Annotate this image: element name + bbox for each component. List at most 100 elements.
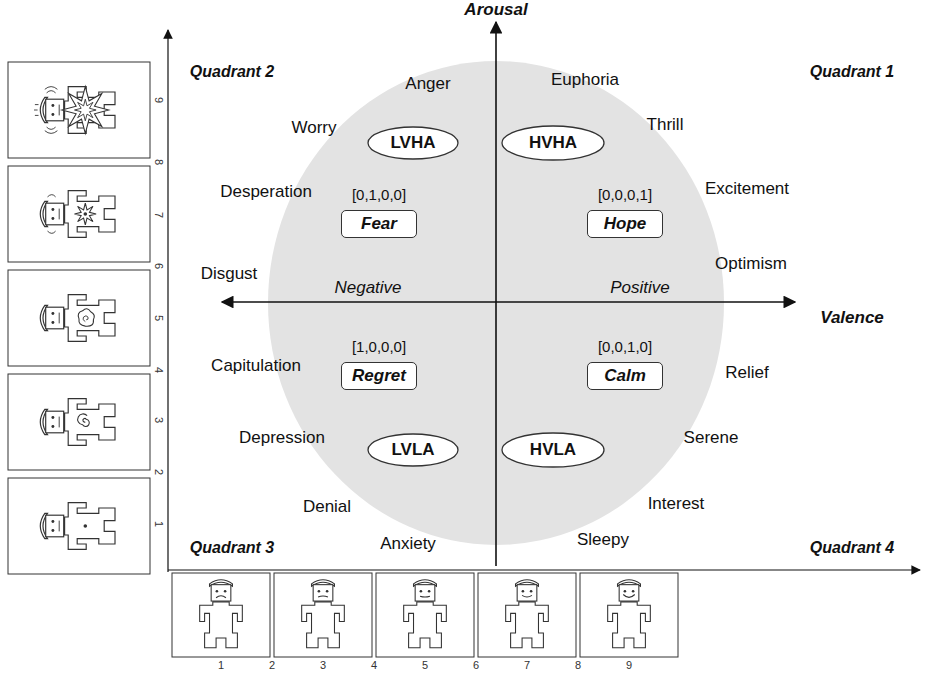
emotion-label: Euphoria	[551, 71, 619, 90]
scale-number: 2	[269, 659, 275, 671]
panel-frame	[8, 270, 150, 366]
panel-frame	[580, 573, 678, 657]
scale-number: 5	[153, 315, 165, 321]
arousal-blob	[78, 309, 94, 326]
sam-valence-panel	[274, 573, 372, 657]
manikin-body	[40, 295, 115, 342]
emotion-label: Anxiety	[380, 535, 436, 554]
emotion-label: Disgust	[201, 265, 258, 284]
sam-arousal-panel	[8, 374, 150, 470]
scale-number: 3	[153, 417, 165, 423]
sam-arousal-panel	[8, 62, 150, 158]
ellipse-outline	[502, 433, 604, 467]
scale-number: 4	[371, 659, 377, 671]
polarity-label: Positive	[610, 279, 670, 298]
panel-frame	[376, 573, 474, 657]
scale-number: 1	[218, 659, 224, 671]
emotion-label: Denial	[303, 498, 351, 517]
manikin	[40, 503, 115, 550]
arousal-blob	[83, 316, 88, 322]
panel-frame	[8, 166, 150, 262]
panel-frame	[274, 573, 372, 657]
emotion-box: Calm[0,0,1,0]	[587, 362, 663, 390]
motion-lines	[48, 195, 56, 234]
manikin-mouth	[59, 105, 60, 116]
arousal-burst	[62, 87, 109, 134]
node-text: LVLA	[391, 440, 434, 460]
scale-number: 9	[626, 659, 632, 671]
manikin-body	[40, 87, 115, 134]
sam-arousal-panel	[8, 166, 150, 262]
scale-number: 1	[153, 521, 165, 527]
manikin-mouth	[420, 596, 430, 598]
emotion-label: Desperation	[220, 183, 312, 202]
manikin-mouth	[318, 596, 328, 597]
scale-number: 2	[153, 469, 165, 475]
node-text: HVHA	[529, 133, 577, 153]
sam-arousal-panel	[8, 270, 150, 366]
manikin-body	[608, 580, 651, 648]
manikin	[40, 295, 115, 342]
manikin	[506, 580, 549, 648]
sam-valence-scale	[168, 569, 920, 570]
arousal-burst	[75, 203, 97, 225]
class-ellipse: HVLA	[501, 432, 605, 468]
class-ellipse: LVHA	[367, 126, 459, 160]
scale-number: 9	[153, 97, 165, 103]
sam-arousal-scale	[167, 30, 168, 572]
manikin-mouth	[59, 521, 60, 532]
vector-label: [0,0,0,1]	[598, 186, 652, 203]
arousal-spiral	[78, 414, 90, 427]
sam-arousal-panel	[8, 478, 150, 574]
scale-number: 7	[153, 212, 165, 218]
quadrant-label: Quadrant 4	[810, 539, 894, 557]
sam-valence-panel	[478, 573, 576, 657]
scale-number: 5	[422, 659, 428, 671]
scale-number: 6	[153, 263, 165, 269]
node-text: Fear	[361, 214, 397, 234]
manikin-mouth	[522, 595, 532, 597]
ellipse-outline	[368, 127, 458, 159]
scale-number: 8	[153, 159, 165, 165]
manikin-mouth	[59, 209, 60, 220]
emotion-label: Thrill	[647, 116, 684, 135]
manikin	[200, 580, 243, 648]
sam-valence-panel	[580, 573, 678, 657]
manikin-body	[506, 580, 549, 648]
emotion-label: Excitement	[705, 180, 789, 199]
manikin-mouth	[59, 417, 60, 428]
class-ellipse: HVHA	[501, 125, 605, 161]
ellipse-outline	[368, 434, 458, 466]
manikin-body	[302, 580, 345, 648]
emotion-box: Regret[1,0,0,0]	[341, 362, 417, 390]
emotion-label: Worry	[291, 119, 336, 138]
emotion-label: Optimism	[715, 255, 787, 274]
emotion-label: Interest	[648, 495, 705, 514]
box-outline: Fear	[341, 210, 417, 238]
sam-valence-panel	[172, 573, 270, 657]
polarity-label: Negative	[334, 279, 401, 298]
sam-valence-panel	[376, 573, 474, 657]
vector-label: [0,1,0,0]	[352, 186, 406, 203]
class-ellipse: LVLA	[367, 433, 459, 467]
box-outline: Regret	[341, 362, 417, 390]
panel-frame	[8, 374, 150, 470]
emotion-label: Depression	[239, 429, 325, 448]
box-outline: Calm	[587, 362, 663, 390]
manikin-body	[40, 503, 115, 550]
emotion-box: Fear[0,1,0,0]	[341, 210, 417, 238]
axis-title: Valence	[820, 309, 884, 328]
manikin	[608, 580, 651, 648]
emotion-label: Relief	[725, 364, 768, 383]
manikin-body	[40, 399, 115, 446]
manikin	[34, 87, 115, 134]
manikin	[302, 580, 345, 648]
quadrant-label: Quadrant 2	[190, 63, 274, 81]
arousal-dot	[84, 212, 88, 216]
arousal-axis	[495, 22, 497, 566]
manikin-mouth	[59, 313, 60, 324]
emotion-label: Serene	[684, 429, 739, 448]
node-text: LVHA	[390, 133, 435, 153]
emotion-box: Hope[0,0,0,1]	[587, 210, 663, 238]
emotion-label: Sleepy	[577, 531, 629, 550]
